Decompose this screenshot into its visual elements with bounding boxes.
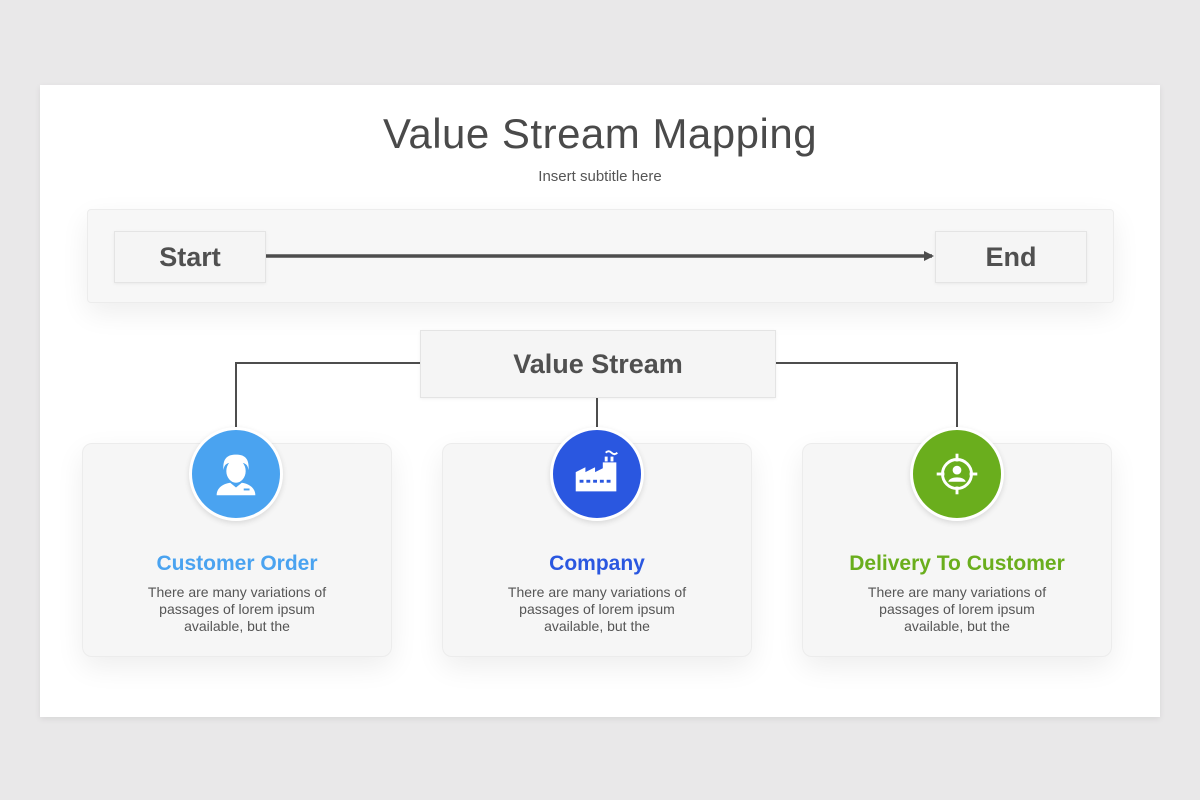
card-text: There are many variations of passages of… bbox=[147, 584, 327, 634]
target-person-icon bbox=[910, 427, 1004, 521]
start-label: Start bbox=[114, 231, 266, 283]
page-title: Value Stream Mapping bbox=[382, 110, 818, 157]
card-title: Customer Order bbox=[156, 552, 318, 575]
customer-icon bbox=[189, 427, 283, 521]
page-subtitle: Insert subtitle here bbox=[538, 168, 662, 185]
card-text: There are many variations of passages of… bbox=[507, 584, 687, 634]
end-label: End bbox=[935, 231, 1087, 283]
card-title: Company bbox=[549, 552, 645, 575]
card-text: There are many variations of passages of… bbox=[867, 584, 1047, 634]
factory-icon bbox=[550, 427, 644, 521]
value-stream-box: Value Stream bbox=[420, 330, 776, 398]
card-title: Delivery To Customer bbox=[849, 552, 1065, 575]
